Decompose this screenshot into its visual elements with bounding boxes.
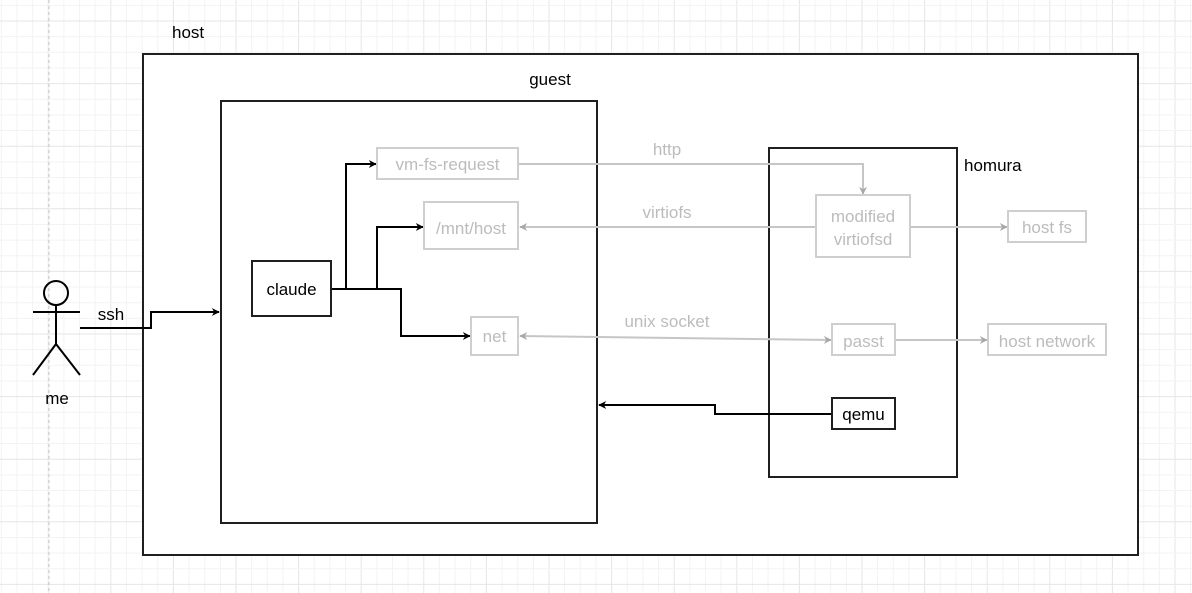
node-claude[interactable]: claude bbox=[251, 260, 332, 317]
node-qemu-label: qemu bbox=[842, 405, 885, 424]
guest-label: guest bbox=[529, 70, 571, 89]
edge-label-ssh: ssh bbox=[98, 305, 124, 324]
node-modified-virtiofsd-label-line1: modified bbox=[831, 207, 895, 226]
edge-http[interactable]: http bbox=[518, 140, 867, 195]
node-net-label: net bbox=[483, 327, 507, 346]
node-mnt-host[interactable]: /mnt/host bbox=[423, 201, 519, 250]
edge-label-virtiofs: virtiofs bbox=[642, 203, 691, 222]
node-vm-fs-request-label: vm-fs-request bbox=[396, 155, 500, 174]
node-claude-label: claude bbox=[266, 280, 316, 299]
person-icon bbox=[32, 280, 81, 376]
edge-ssh[interactable]: ssh bbox=[80, 305, 220, 329]
edge-qemu-to-guest[interactable] bbox=[598, 401, 832, 415]
node-vm-fs-request[interactable]: vm-fs-request bbox=[376, 147, 519, 180]
edge-unix-socket[interactable]: unix socket bbox=[519, 312, 832, 344]
edge-claude-to-net[interactable] bbox=[331, 288, 471, 340]
node-mnt-host-label: /mnt/host bbox=[436, 219, 506, 238]
edge-label-unix-socket: unix socket bbox=[624, 312, 709, 331]
node-qemu[interactable]: qemu bbox=[831, 397, 896, 430]
actor-me[interactable]: me bbox=[32, 280, 81, 408]
edge-virtiofs[interactable]: virtiofs bbox=[519, 203, 816, 231]
node-host-network-label: host network bbox=[999, 332, 1096, 351]
homura-container[interactable]: homura bbox=[768, 147, 1022, 478]
actor-label: me bbox=[45, 389, 69, 408]
node-host-network[interactable]: host network bbox=[987, 323, 1107, 356]
node-modified-virtiofsd-label-line2: virtiofsd bbox=[834, 230, 893, 249]
node-passt-label: passt bbox=[843, 332, 884, 351]
node-host-fs-label: host fs bbox=[1022, 218, 1072, 237]
node-modified-virtiofsd[interactable]: modified virtiofsd bbox=[815, 194, 911, 258]
node-host-fs[interactable]: host fs bbox=[1007, 210, 1087, 243]
homura-label: homura bbox=[964, 156, 1022, 175]
edge-label-http: http bbox=[653, 140, 681, 159]
node-net[interactable]: net bbox=[470, 316, 519, 356]
node-passt[interactable]: passt bbox=[831, 323, 896, 356]
host-label: host bbox=[172, 23, 204, 42]
